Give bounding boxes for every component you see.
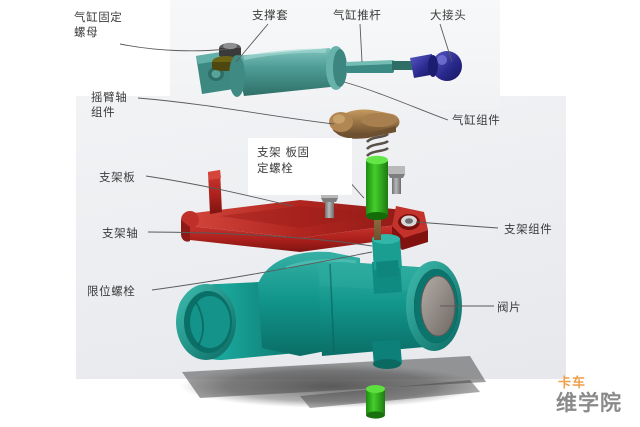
label-bracket-shaft: 支架轴 xyxy=(102,226,138,241)
callout-text-line2: 定螺栓 xyxy=(257,161,294,175)
ground-shadow xyxy=(180,356,486,408)
label-cylinder-push-rod: 气缸推杆 xyxy=(333,8,381,23)
label-large-joint: 大接头 xyxy=(430,8,466,23)
label-cylinder-assembly: 气缸组件 xyxy=(452,113,500,128)
label-text: 限位螺栓 xyxy=(87,284,136,298)
watermark-top-text: 卡车 xyxy=(558,376,587,391)
leader-cylinder-assembly xyxy=(343,81,449,121)
rocker-arm-part xyxy=(329,109,400,139)
green-plug xyxy=(366,385,385,419)
label-bracket-plate: 支架板 xyxy=(99,170,135,185)
label-text: 气缸推杆 xyxy=(333,8,382,22)
label-valve-plate: 阀片 xyxy=(497,300,521,315)
label-text: 阀片 xyxy=(497,300,522,314)
label-text: 摇臂轴 xyxy=(91,90,128,104)
label-bracket-assembly: 支架组件 xyxy=(504,222,552,237)
label-text: 支架轴 xyxy=(102,226,139,240)
label-text-line2: 螺母 xyxy=(74,25,99,39)
leader-cylinder-push-rod xyxy=(359,23,363,63)
bracket-plate-part xyxy=(181,170,428,252)
watermark-bottom-text: 维学院 xyxy=(556,391,622,415)
label-text: 气缸组件 xyxy=(452,113,501,127)
label-rocker-shaft-assembly: 摇臂轴 组件 xyxy=(91,90,127,120)
label-text: 气缸固定 xyxy=(74,10,123,24)
leader-bracket-plate xyxy=(145,175,293,207)
leader-rocker-shaft xyxy=(137,97,335,125)
label-cylinder-fixing-nut: 气缸固定 螺母 xyxy=(74,10,122,40)
leader-cylinder-fixing-nut xyxy=(119,43,229,52)
label-text: 大接头 xyxy=(430,8,467,22)
leader-bracket-shaft xyxy=(147,231,373,247)
watermark: 卡车 维学院 xyxy=(556,376,622,415)
label-text: 支架组件 xyxy=(504,222,553,236)
leader-support-sleeve xyxy=(235,23,269,63)
leader-limit-bolt xyxy=(151,251,373,291)
leader-bracket-assembly xyxy=(415,221,499,229)
label-text-line2: 组件 xyxy=(91,105,116,119)
label-support-sleeve: 支撑套 xyxy=(252,8,288,23)
cylinder-assembly-part xyxy=(196,42,462,97)
large-joint-part xyxy=(410,51,462,81)
callout-bracket-plate-fixing-bolt: 支架 板固 定螺栓 xyxy=(248,138,352,195)
label-text: 支架板 xyxy=(99,170,136,184)
label-limit-bolt: 限位螺栓 xyxy=(87,284,135,299)
leader-large-joint xyxy=(439,23,453,63)
valve-body xyxy=(176,243,462,369)
valve-disc xyxy=(421,276,455,336)
label-text: 支撑套 xyxy=(252,8,289,22)
callout-text-line1: 支架 板固 xyxy=(257,145,310,159)
